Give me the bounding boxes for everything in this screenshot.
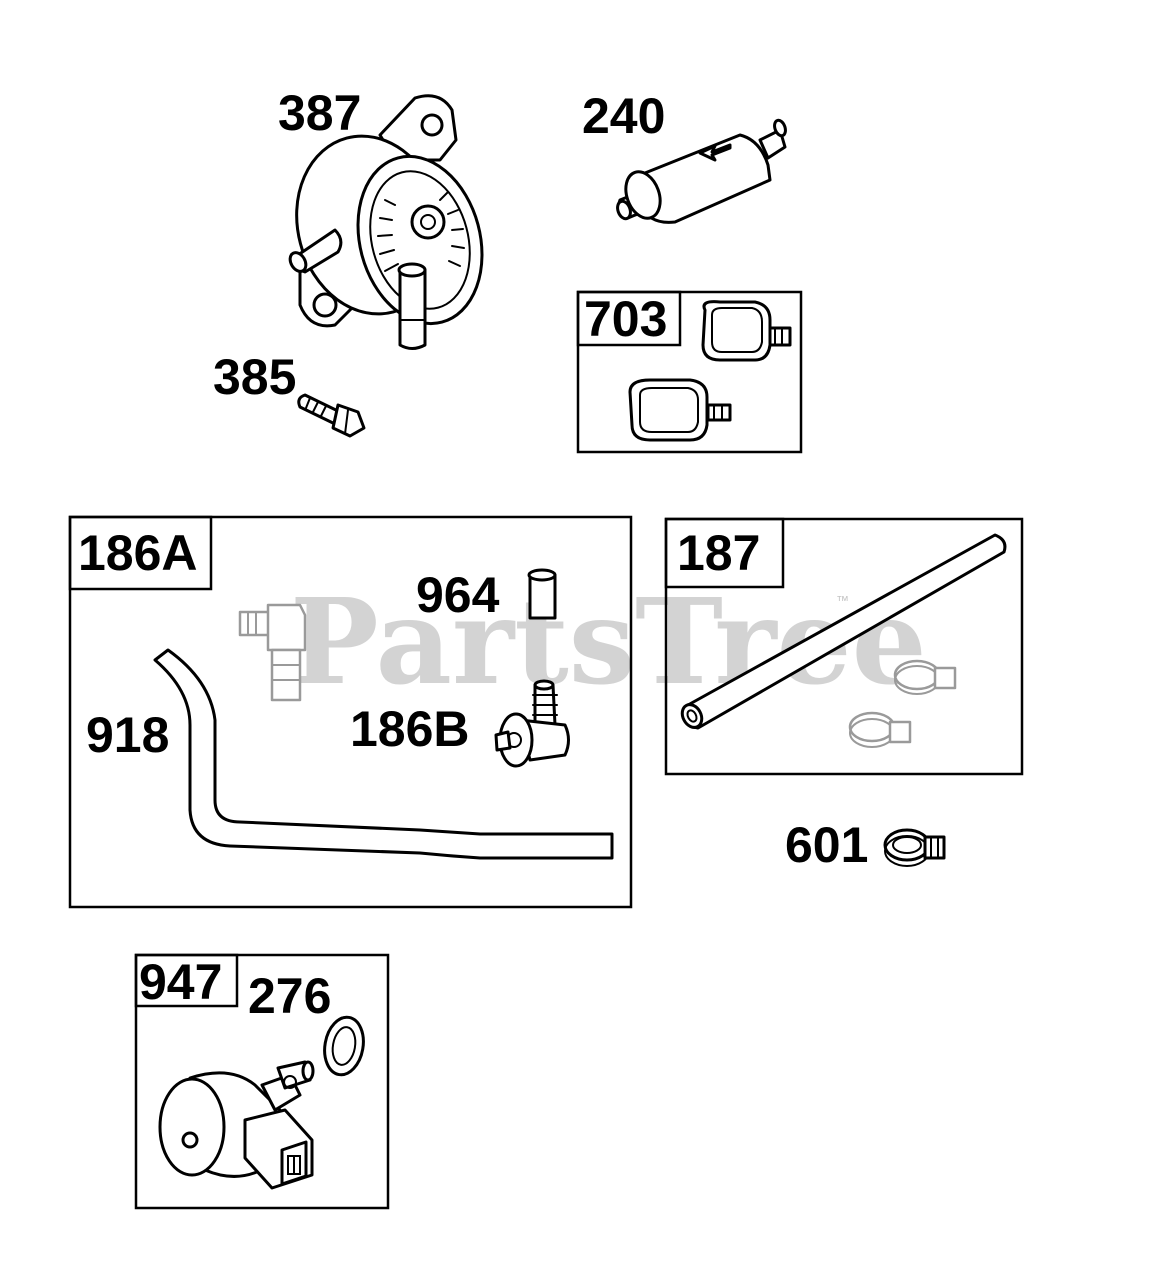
label-240: 240 bbox=[582, 88, 665, 144]
box-187-label bbox=[664, 517, 785, 589]
box-703-label bbox=[576, 290, 682, 347]
label-947: 947 bbox=[139, 954, 222, 1010]
part-187-clamp-lower[interactable] bbox=[848, 711, 912, 748]
label-703: 703 bbox=[584, 291, 667, 347]
label-918: 918 bbox=[86, 707, 169, 763]
label-276: 276 bbox=[248, 968, 331, 1024]
part-601-clamp[interactable] bbox=[883, 828, 946, 867]
box-947-label bbox=[134, 953, 239, 1008]
part-240-fuel-filter[interactable] bbox=[615, 118, 787, 224]
label-385: 385 bbox=[213, 349, 296, 405]
label-964: 964 bbox=[416, 567, 500, 623]
label-187: 187 bbox=[677, 525, 760, 581]
watermark-trademark: ™ bbox=[836, 593, 849, 608]
part-385-screw[interactable] bbox=[297, 393, 366, 438]
part-387-fuel-pump[interactable] bbox=[277, 94, 500, 350]
box-186A-label bbox=[68, 515, 213, 591]
part-186A-fitting[interactable] bbox=[238, 603, 307, 702]
part-276-washer[interactable] bbox=[320, 1014, 367, 1078]
part-703-clamp-lower[interactable] bbox=[628, 378, 732, 442]
part-187-fuel-line[interactable] bbox=[678, 533, 1007, 731]
box-186A bbox=[68, 515, 633, 909]
box-947 bbox=[134, 953, 390, 1210]
part-186B-fitting[interactable] bbox=[494, 679, 570, 768]
label-186A: 186A bbox=[78, 525, 198, 581]
box-703 bbox=[576, 290, 803, 454]
part-703-clamp-upper[interactable] bbox=[701, 300, 792, 362]
part-964-sleeve[interactable] bbox=[527, 568, 557, 620]
part-918-hose[interactable] bbox=[153, 648, 614, 860]
label-387: 387 bbox=[278, 85, 361, 141]
part-947-solenoid[interactable] bbox=[158, 1060, 315, 1190]
box-187 bbox=[664, 517, 1024, 776]
label-186B: 186B bbox=[350, 701, 470, 757]
label-601: 601 bbox=[785, 817, 868, 873]
part-187-clamp-upper[interactable] bbox=[893, 659, 957, 695]
